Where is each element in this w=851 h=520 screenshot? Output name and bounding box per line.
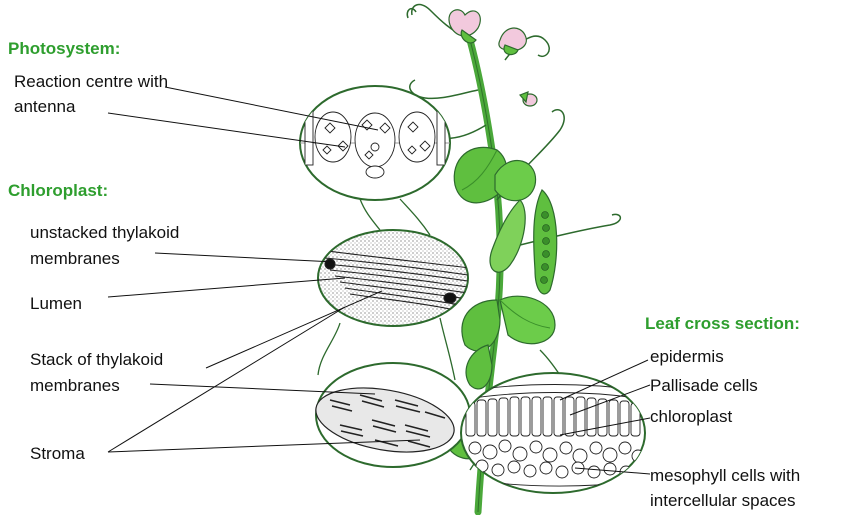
photosystem-heading: Photosystem:: [8, 38, 120, 59]
leaf: [500, 296, 555, 344]
mesophyll-label: mesophyll cells with: [650, 465, 800, 486]
chloroplast-organelle-callout: [311, 363, 470, 467]
stack-thylakoid-label: Stack of thylakoid: [30, 349, 163, 370]
reaction-centre-label: Reaction centre with: [14, 71, 168, 92]
photosystem-callout: [300, 86, 450, 200]
pea-flower: [499, 28, 526, 55]
antenna-label: antenna: [14, 96, 75, 117]
leaf-cross-section-heading: Leaf cross section:: [645, 313, 800, 334]
pallisade-label: Pallisade cells: [650, 375, 758, 396]
stack-membranes-label: membranes: [30, 375, 120, 396]
pea-bud: [520, 92, 537, 106]
leaf-cross-section-callout: [460, 373, 650, 493]
pea-pod: [490, 200, 525, 272]
pea-flower: [449, 10, 480, 43]
epidermis-label: epidermis: [650, 346, 724, 367]
chloroplast-heading: Chloroplast:: [8, 180, 108, 201]
unstacked-thylakoid-label: unstacked thylakoid: [30, 222, 179, 243]
intercellular-label: intercellular spaces: [650, 490, 796, 511]
stroma-label: Stroma: [30, 443, 85, 464]
unstacked-membranes-label: membranes: [30, 248, 120, 269]
chloroplast-label: chloroplast: [650, 406, 732, 427]
lumen-label: Lumen: [30, 293, 82, 314]
leaf: [466, 345, 492, 389]
leaf: [495, 161, 536, 201]
